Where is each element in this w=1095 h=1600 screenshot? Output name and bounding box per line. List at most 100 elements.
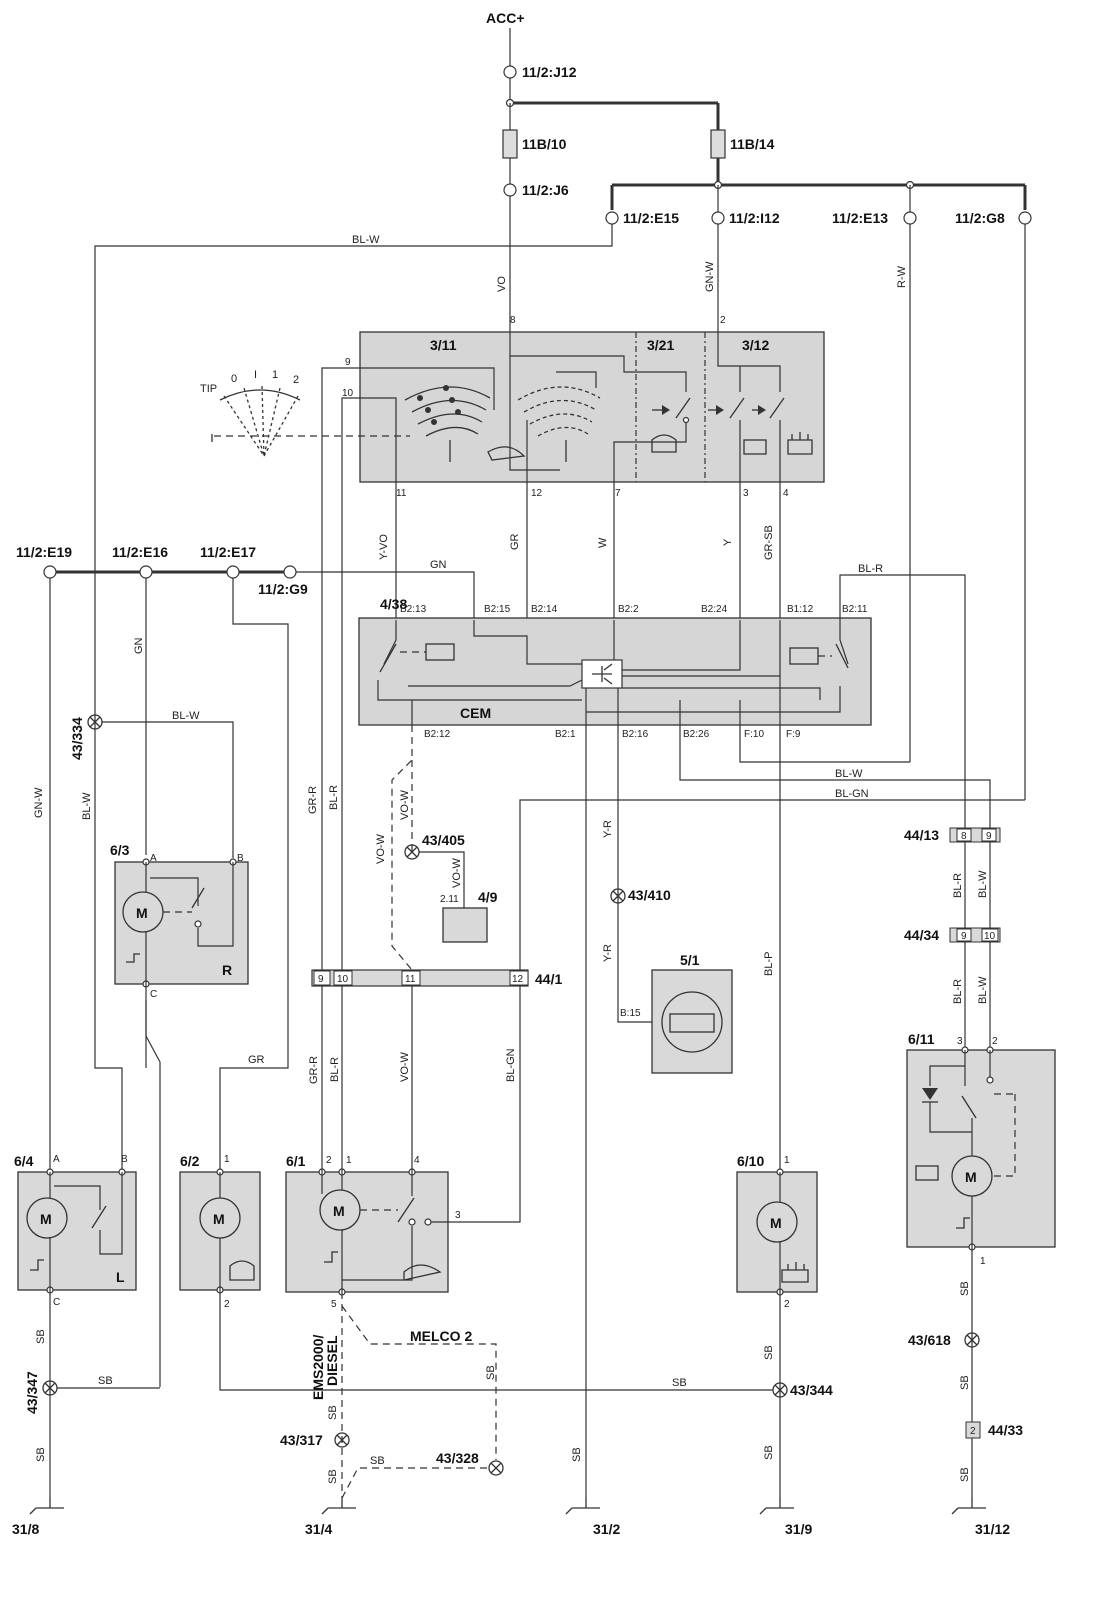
connector-j6-label: 11/2:J6 [522, 182, 569, 198]
pin-51-b15: B:15 [620, 1008, 641, 1019]
pin-64-a: A [53, 1154, 60, 1165]
washer-pump-62-label: 6/2 [180, 1153, 200, 1169]
pin-f9: F:9 [786, 729, 801, 740]
earth-3112-label: 31/12 [975, 1521, 1010, 1537]
pin-441-12: 12 [512, 974, 524, 985]
pin-b211: B2:11 [842, 604, 868, 615]
wire-sb-label-ems: SB [327, 1405, 339, 1420]
wire-blw-label-left: BL-W [81, 792, 93, 820]
connector-j12 [503, 65, 517, 79]
wire-vow-label-bottom: VO-W [399, 1051, 411, 1082]
ground-43317-label: 43/317 [280, 1432, 323, 1448]
motor-63-label: 6/3 [110, 842, 130, 858]
wire-blw-label-r2: BL-W [977, 976, 989, 1004]
cem-438-label: 4/38 [380, 596, 407, 612]
module-611-box [906, 1049, 1056, 1248]
display-icon [661, 991, 723, 1053]
ground-43317 [334, 1432, 350, 1448]
pin-b216: B2:16 [622, 729, 649, 740]
module-49-box [442, 907, 488, 943]
pos-i-label: I [254, 369, 257, 381]
svg-text:M: M [213, 1211, 225, 1227]
connector-e16 [139, 565, 153, 579]
pin-8: 8 [510, 315, 516, 326]
earth-319 [759, 1498, 794, 1515]
pin-611-2: 2 [992, 1036, 998, 1047]
pin-610-2: 2 [784, 1299, 790, 1310]
pump-610-label: 6/10 [737, 1153, 764, 1169]
wire-blw-label-top: BL-W [352, 234, 380, 246]
wire-sb-label-l2: SB [35, 1447, 47, 1462]
connector-e17-label: 11/2:E17 [200, 544, 256, 560]
pos-2-label: 2 [293, 374, 299, 386]
pump-610-icon [756, 1201, 798, 1243]
pin-62-1: 1 [224, 1154, 230, 1165]
variant-ems-label: EMS2000/ [310, 1335, 326, 1400]
connector-g8-label: 11/2:G8 [955, 210, 1005, 226]
wire-gr-label: GR [509, 533, 521, 550]
pin-61-3: 3 [455, 1210, 461, 1221]
wire-sb-label-melco: SB [485, 1365, 497, 1380]
earth-312 [565, 1498, 600, 1515]
cem-label: CEM [460, 705, 491, 721]
connector-j12-label: 11/2:J12 [522, 64, 577, 80]
pin-63-b: B [237, 853, 244, 864]
pin-7: 7 [615, 488, 621, 499]
connector-e16-label: 11/2:E16 [112, 544, 168, 560]
rear-window-icon [743, 439, 767, 455]
earth-312-label: 31/2 [593, 1521, 620, 1537]
wire-blr-label-top: BL-R [328, 785, 340, 810]
instrument-51-box [651, 969, 733, 1074]
wire-gnw-label-left: GN-W [33, 787, 45, 818]
wire-sb-label-r1: SB [959, 1281, 971, 1296]
connector-4433-label: 44/33 [988, 1422, 1023, 1438]
wire-sb-label-328: SB [370, 1455, 385, 1467]
earth-3112 [951, 1498, 986, 1515]
headlamp-washer-icon [787, 432, 813, 455]
connector-e15-label: 11/2:E15 [623, 210, 679, 226]
pin-61-5: 5 [331, 1299, 337, 1310]
connector-e19 [43, 565, 57, 579]
svg-text:M: M [333, 1203, 345, 1219]
pos-tip-label: TIP [200, 383, 217, 395]
ground-43618 [964, 1332, 980, 1348]
wire-gn-label-left: GN [133, 637, 145, 654]
wire-sb-label-ems2: SB [327, 1469, 339, 1484]
wire-blw-label-r1: BL-W [977, 870, 989, 898]
wire-w-label: W [597, 537, 609, 548]
ground-43410 [610, 888, 626, 904]
wire-gr-label-left: GR [248, 1054, 265, 1066]
connector-e15 [605, 211, 619, 225]
motor-63-box [114, 861, 249, 985]
wire-blgn-label-mid: BL-GN [835, 788, 869, 800]
pin-f10: F:10 [744, 729, 764, 740]
pin-4413-9: 9 [986, 831, 992, 842]
pin-441-10: 10 [337, 974, 349, 985]
pin-611-3: 3 [957, 1036, 963, 1047]
wiper-switch-arcs-left [404, 385, 491, 462]
wire-sb-label-610a: SB [763, 1345, 775, 1360]
ground-43328-label: 43/328 [436, 1450, 479, 1466]
fuse-11b14-label: 11B/14 [730, 136, 775, 152]
wire-yvo-label: Y-VO [378, 534, 390, 560]
wire-blr-label-r1: BL-R [952, 873, 964, 898]
pin-61-1: 1 [346, 1155, 352, 1166]
pin-441-9: 9 [318, 974, 324, 985]
pin-49-211: 2.11 [440, 894, 459, 905]
pin-62-2: 2 [224, 1299, 230, 1310]
ground-43334-label: 43/334 [69, 717, 85, 760]
wiper-switch-arcs-right [517, 386, 601, 462]
pin-611-1: 1 [980, 1256, 986, 1267]
wire-sb-label-344: SB [672, 1377, 687, 1389]
lever-position-diagram: TIP 0 I 1 2 [200, 369, 410, 457]
pin-b22: B2:2 [618, 604, 639, 615]
ground-43344-label: 43/344 [790, 1382, 833, 1398]
wire-blw-label-mid: BL-W [835, 768, 863, 780]
connector-e13-label: 11/2:E13 [832, 210, 888, 226]
wire-sb-label-l1: SB [35, 1329, 47, 1344]
connector-g8 [1018, 211, 1032, 225]
connector-4433 [965, 1421, 981, 1439]
pin-63-c: C [150, 989, 157, 1000]
pin-61-2: 2 [326, 1155, 332, 1166]
module-49-label: 4/9 [478, 889, 498, 905]
